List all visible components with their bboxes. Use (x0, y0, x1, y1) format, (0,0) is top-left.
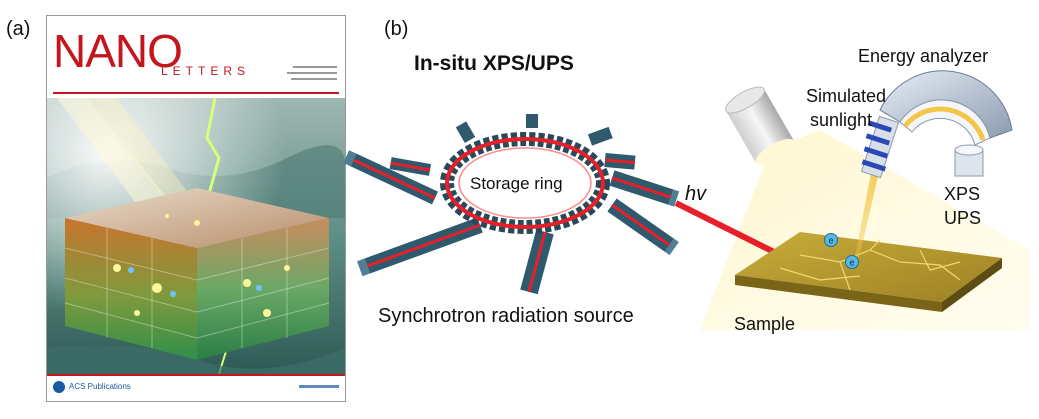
xps-label: XPS (944, 184, 981, 204)
photon-label: hv (685, 183, 707, 205)
electron-2: e (845, 255, 859, 269)
beamline (607, 198, 679, 256)
energy-analyzer (860, 70, 1013, 179)
electron-beam (854, 168, 880, 262)
diagram-title: In-situ XPS/UPS (414, 52, 574, 75)
cover-masthead: NANO LETTERS (47, 16, 345, 96)
cover-artwork (47, 98, 345, 374)
ups-label: UPS (944, 208, 982, 228)
beamline (343, 150, 438, 205)
cover-logo-main: NANO (53, 25, 183, 77)
panel-a-label: (a) (6, 18, 31, 40)
cover-publisher: ACS Publications (69, 382, 131, 391)
sunlight-label-line1: Simulated (806, 86, 887, 106)
beamline (587, 126, 613, 146)
photon-beam (674, 200, 792, 263)
beamline (526, 114, 538, 128)
electron-label: e (828, 236, 833, 246)
detector (954, 144, 984, 177)
beamline (520, 229, 554, 295)
beamlines (343, 114, 680, 295)
cover-rule (53, 92, 339, 94)
storage-ring (440, 132, 610, 234)
sunlight-label-line2: sunlight (810, 110, 873, 130)
sunlight-lamp (725, 86, 795, 165)
cover-url-mark (299, 385, 339, 388)
sample (735, 232, 1002, 312)
beamline (455, 121, 476, 143)
journal-cover: NANO LETTERS (46, 15, 346, 402)
analyzer-label: Energy analyzer (858, 46, 989, 66)
beamline (609, 170, 680, 207)
beamline (604, 153, 636, 170)
storage-ring-label: Storage ring (470, 174, 563, 193)
cover-footer: ACS Publications (47, 374, 345, 401)
cover-logo-sub: LETTERS (161, 64, 251, 78)
electron-1: e (824, 233, 838, 247)
cover-issue-lines (287, 66, 337, 80)
sample-label: Sample (734, 314, 796, 334)
panel-b-label: (b) (384, 18, 409, 40)
lens-column (860, 115, 900, 179)
beamline (356, 217, 483, 277)
electron-label: e (849, 258, 854, 268)
source-label: Synchrotron radiation source (378, 305, 634, 327)
beamline (389, 157, 432, 176)
acs-logo-icon (53, 381, 65, 393)
